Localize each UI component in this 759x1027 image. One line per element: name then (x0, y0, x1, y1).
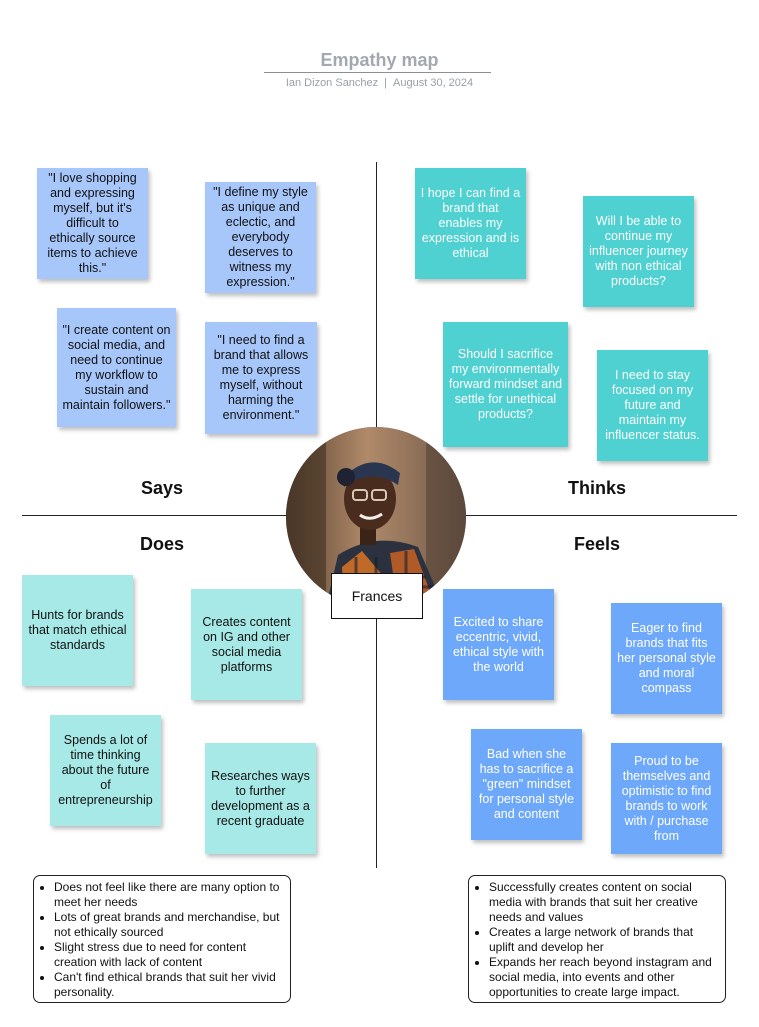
date-text: August 30, 2024 (393, 77, 474, 89)
byline-separator: | (384, 77, 388, 89)
pains-list: Does not feel like there are many option… (42, 880, 282, 1000)
axis-horizontal-left (22, 515, 288, 516)
gains-item: Expands her reach beyond instagram and s… (489, 955, 717, 1000)
feels-note[interactable]: Eager to find brands that fits her perso… (611, 603, 722, 714)
persona-name: Frances (351, 588, 403, 604)
says-note[interactable]: "I need to find a brand that allows me t… (205, 322, 317, 434)
gains-list: Successfully creates content on social m… (477, 880, 717, 1000)
thinks-note[interactable]: Will I be able to continue my influencer… (583, 196, 694, 307)
says-label: Says (140, 478, 184, 498)
thinks-note[interactable]: I hope I can find a brand that enables m… (415, 168, 526, 279)
feels-note[interactable]: Proud to be themselves and optimistic to… (611, 743, 722, 854)
gains-box: Successfully creates content on social m… (468, 875, 726, 1003)
pains-item: Does not feel like there are many option… (54, 880, 282, 910)
feels-label: Feels (573, 534, 621, 554)
says-note[interactable]: "I love shopping and expressing myself, … (37, 168, 148, 279)
byline: Ian Dizon Sanchez | August 30, 2024 (0, 77, 759, 89)
gains-item: Creates a large network of brands that u… (489, 925, 717, 955)
axis-vertical-top (376, 162, 377, 444)
author-name: Ian Dizon Sanchez (285, 77, 379, 89)
page-title: Empathy map (320, 50, 439, 70)
thinks-label: Thinks (567, 478, 626, 498)
says-note[interactable]: "I create content on social media, and n… (57, 308, 176, 427)
does-label: Does (139, 534, 184, 554)
does-note[interactable]: Spends a lot of time thinking about the … (50, 715, 161, 826)
pains-item: Can't find ethical brands that suit her … (54, 970, 282, 1000)
thinks-note[interactable]: I need to stay focused on my future and … (597, 350, 708, 461)
pains-item: Lots of great brands and merchandise, bu… (54, 910, 282, 940)
persona-name-box: Frances (331, 573, 423, 619)
axis-vertical-bottom (376, 586, 377, 868)
feels-note[interactable]: Bad when she has to sacrifice a "green" … (471, 729, 582, 840)
feels-note[interactable]: Excited to share eccentric, vivid, ethic… (443, 589, 554, 700)
gains-item: Successfully creates content on social m… (489, 880, 717, 925)
pains-item: Slight stress due to need for content cr… (54, 940, 282, 970)
pains-box: Does not feel like there are many option… (33, 875, 291, 1003)
does-note[interactable]: Hunts for brands that match ethical stan… (22, 575, 133, 686)
does-note[interactable]: Researches ways to further development a… (205, 743, 316, 854)
axis-horizontal-right (464, 515, 737, 516)
title-underline (264, 72, 491, 73)
does-note[interactable]: Creates content on IG and other social m… (191, 589, 302, 700)
thinks-note[interactable]: Should I sacrifice my environmentally fo… (443, 322, 568, 447)
says-note[interactable]: "I define my style as unique and eclecti… (205, 182, 316, 293)
